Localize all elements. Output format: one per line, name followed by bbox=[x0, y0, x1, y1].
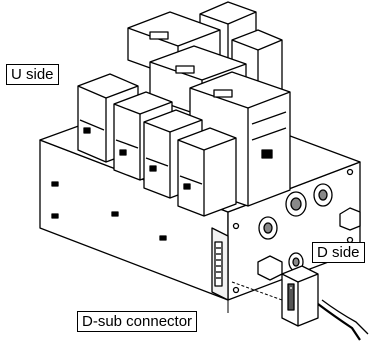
leader-lines bbox=[227, 281, 283, 313]
dsub-plug-cable bbox=[281, 265, 369, 341]
dsub-connector-body bbox=[211, 227, 229, 301]
solenoid-valves-front bbox=[77, 73, 237, 217]
end-clips bbox=[257, 207, 361, 281]
dsub-connector-label: D-sub connector bbox=[77, 311, 198, 332]
d-side-label: D side bbox=[312, 242, 365, 263]
port-holes bbox=[232, 168, 354, 294]
u-side-label: U side bbox=[6, 64, 59, 85]
